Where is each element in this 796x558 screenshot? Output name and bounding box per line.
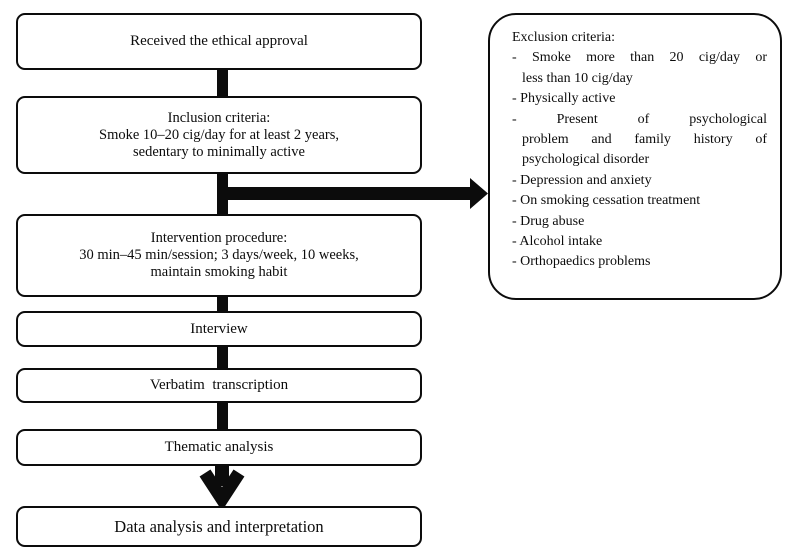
exclusion-item-line: - Drug abuse <box>512 213 585 229</box>
connector-4 <box>217 344 228 371</box>
flow-box-data-analysis: Data analysis and interpretation <box>16 506 422 547</box>
exclusion-item-line: - Physically active <box>512 91 616 107</box>
exclusion-item-line: less than 10 cig/day <box>522 70 633 86</box>
exclusion-item-line: - Present of psychological <box>512 111 767 127</box>
exclusion-item-line: - On smoking cessation treatment <box>512 193 701 209</box>
flow-box-inclusion-criteria: Inclusion criteria: Smoke 10–20 cig/day … <box>16 96 422 174</box>
connector-1 <box>217 66 228 98</box>
flow-box-thematic-analysis: Thematic analysis <box>16 429 422 466</box>
flow-box-verbatim-transcription: Verbatim transcription <box>16 368 422 403</box>
exclusion-item-line: problem and family history of <box>522 132 767 148</box>
flow-box-ethical-approval: Received the ethical approval <box>16 13 422 70</box>
flow-box-interview: Interview <box>16 311 422 347</box>
exclusion-item-line: - Depression and anxiety <box>512 172 652 188</box>
exclusion-item-line: - Orthopaedics problems <box>512 254 651 270</box>
exclusion-item-line: - Alcohol intake <box>512 234 603 250</box>
connector-3 <box>217 294 228 314</box>
exclusion-criteria-box: Exclusion criteria: - Smoke more than 20… <box>488 13 782 300</box>
connector-5 <box>217 400 228 432</box>
flow-box-intervention-procedure: Intervention procedure: 30 min–45 min/se… <box>16 214 422 297</box>
exclusion-item-line: psychological disorder <box>522 152 650 168</box>
exclusion-item-line: - Smoke more than 20 cig/day or <box>512 50 767 66</box>
arrow-right-icon <box>217 178 488 209</box>
exclusion-title: Exclusion criteria: <box>512 30 616 45</box>
arrow-down-icon <box>199 463 245 511</box>
